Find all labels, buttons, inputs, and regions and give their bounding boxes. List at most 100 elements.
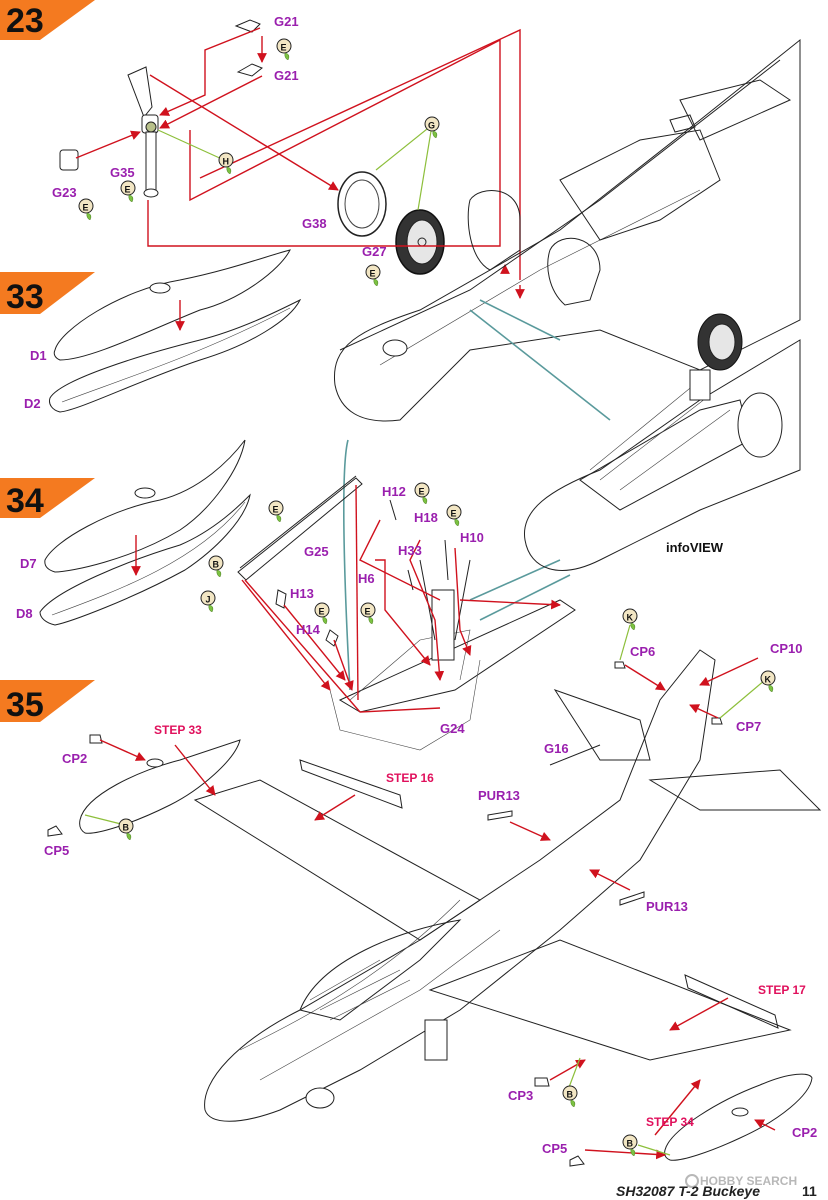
- info-view-detail: infoVIEW: [523, 313, 801, 571]
- paint-badge-e: E: [268, 500, 284, 522]
- page-footer: SH32087 T-2 Buckeye 11: [616, 1183, 817, 1199]
- paint-badge-k: K: [622, 608, 638, 630]
- part-label-cp5: CP5: [44, 843, 69, 858]
- step-34-arrows: [241, 484, 561, 713]
- part-label-pur13: PUR13: [646, 899, 688, 914]
- svg-text:H: H: [223, 157, 230, 167]
- paint-badge-e: E: [120, 180, 136, 202]
- nose-gear-bay-drawing: [237, 475, 576, 751]
- wheel-g38: [337, 171, 387, 237]
- drop-tank-d8: [39, 493, 251, 626]
- part-label-h18: H18: [414, 510, 438, 525]
- part-label-cp2: CP2: [62, 751, 87, 766]
- part-label-cp3: CP3: [508, 1088, 533, 1103]
- step-references: STEP 33 STEP 16 STEP 17 STEP 34: [154, 723, 806, 1129]
- paint-badge-e: E: [446, 504, 462, 526]
- paint-badge-e: E: [365, 264, 381, 286]
- drop-tank-d2: [49, 298, 302, 413]
- step-23-arrows: [75, 27, 525, 299]
- paint-badge-b: B: [208, 555, 224, 577]
- part-label-h6: H6: [358, 571, 375, 586]
- svg-text:B: B: [567, 1090, 574, 1100]
- part-label-g23: G23: [52, 185, 77, 200]
- part-label-pur13: PUR13: [478, 788, 520, 803]
- paint-badge-j: J: [200, 590, 216, 612]
- svg-text:K: K: [627, 613, 634, 623]
- svg-text:G: G: [428, 121, 435, 131]
- paint-badge-g: G: [424, 116, 440, 138]
- paint-badge-h: H: [218, 152, 234, 174]
- svg-text:E: E: [419, 487, 425, 497]
- paint-badge-b: B: [118, 818, 134, 840]
- watermark: HOBBY SEARCH: [685, 1174, 797, 1188]
- drop-tank-d1: [53, 249, 291, 361]
- step-number: 23: [6, 2, 44, 40]
- guide-lines: [342, 299, 611, 691]
- paint-badge-b: B: [562, 1085, 578, 1107]
- step-35-arrows: [99, 657, 776, 1160]
- info-view-label: infoVIEW: [666, 540, 724, 555]
- drop-tank-left: [47, 734, 241, 837]
- part-label-cp5: CP5: [542, 1141, 567, 1156]
- part-label-h14: H14: [296, 622, 321, 637]
- pylon-parts: [299, 661, 779, 1087]
- part-label-h13: H13: [290, 586, 314, 601]
- part-label-g25: G25: [304, 544, 329, 559]
- svg-text:E: E: [273, 505, 279, 515]
- step-ref-33: STEP 33: [154, 723, 202, 737]
- watermark-text: HOBBY SEARCH: [700, 1174, 797, 1188]
- part-label-d8: D8: [16, 606, 33, 621]
- step-ref-17: STEP 17: [758, 983, 806, 997]
- part-label-cp2: CP2: [792, 1125, 817, 1140]
- part-label-d1: D1: [30, 348, 47, 363]
- svg-text:B: B: [627, 1139, 634, 1149]
- aircraft-main-drawing: [193, 649, 822, 1122]
- part-label-cp6: CP6: [630, 644, 655, 659]
- part-label-g21: G21: [274, 14, 299, 29]
- paint-badge-b: B: [622, 1134, 638, 1156]
- part-label-d2: D2: [24, 396, 41, 411]
- step-34-flag: 34: [0, 478, 95, 520]
- part-label-g35: G35: [110, 165, 135, 180]
- svg-text:K: K: [765, 675, 772, 685]
- part-labels: G21 G21 G23 G35 G38 G27 D1 D2 D7 D8 H12 …: [16, 14, 817, 1156]
- step-ref-16: STEP 16: [386, 771, 434, 785]
- svg-text:E: E: [319, 607, 325, 617]
- svg-text:E: E: [370, 269, 376, 279]
- drop-tank-right: [569, 1073, 813, 1167]
- fuselage-nose-drawing: [333, 38, 801, 422]
- svg-text:E: E: [125, 185, 131, 195]
- step-33-flag: 33: [0, 272, 95, 316]
- part-label-g21: G21: [274, 68, 299, 83]
- part-label-cp7: CP7: [736, 719, 761, 734]
- kit-number: SH32087 T-2 Buckeye: [616, 1183, 760, 1199]
- svg-text:B: B: [213, 560, 220, 570]
- part-label-h10: H10: [460, 530, 484, 545]
- step-35-flag: 35: [0, 680, 95, 724]
- svg-text:J: J: [206, 595, 211, 605]
- part-label-h33: H33: [398, 543, 422, 558]
- paint-badge-e: E: [414, 482, 430, 504]
- wheel-g27: [395, 209, 445, 275]
- step-number: 33: [6, 278, 44, 316]
- svg-text:E: E: [365, 607, 371, 617]
- paint-badge-e: E: [78, 198, 94, 220]
- step-35-paint-leaders: [84, 624, 766, 1156]
- step-ref-34: STEP 34: [646, 1115, 694, 1129]
- part-label-cp10: CP10: [770, 641, 803, 656]
- step-23-flag: 23: [0, 0, 95, 40]
- step-number: 35: [6, 686, 44, 724]
- part-label-g38: G38: [302, 216, 327, 231]
- paint-badge-e: E: [360, 602, 376, 624]
- step-number: 34: [6, 482, 44, 520]
- part-label-g24: G24: [440, 721, 465, 736]
- part-label-h12: H12: [382, 484, 406, 499]
- paint-badge-k: K: [760, 670, 776, 692]
- page-number: 11: [802, 1183, 817, 1199]
- part-label-d7: D7: [20, 556, 37, 571]
- part-label-g27: G27: [362, 244, 387, 259]
- svg-text:E: E: [281, 43, 287, 53]
- nose-gear-strut-drawing: [59, 19, 263, 198]
- paint-badge-e: E: [276, 38, 292, 60]
